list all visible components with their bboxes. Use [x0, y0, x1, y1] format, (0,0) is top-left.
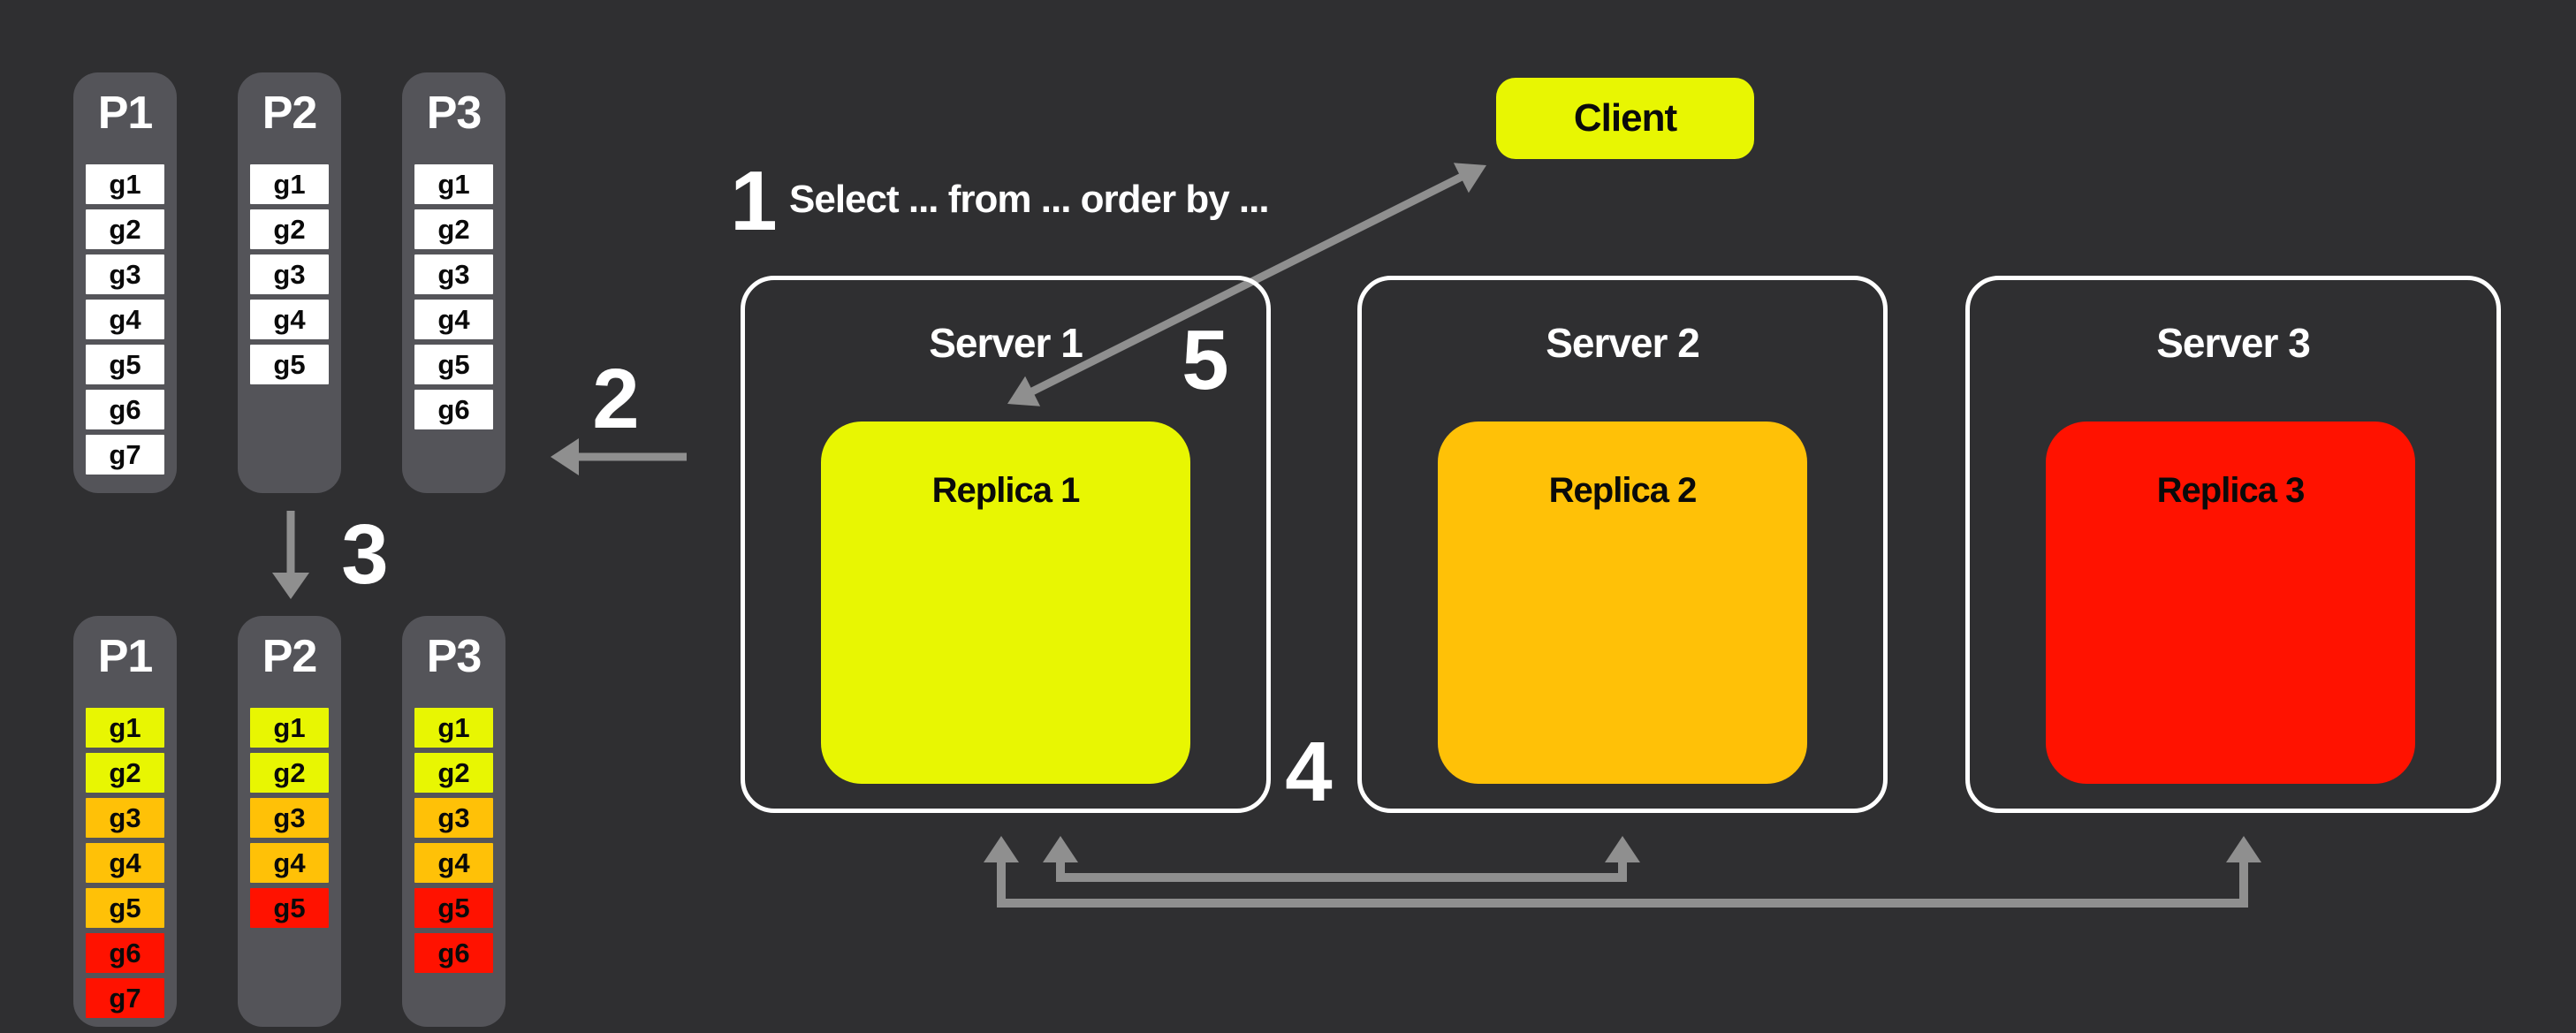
shard-list: g1 g2 g3 g4 g5 g6: [402, 164, 505, 429]
partition-group-unsorted: P1 g1 g2 g3 g4 g5 g6 g7 P2 g1 g2 g3 g4 g5 P3 g1 g2 g3 g4 g5…: [73, 72, 505, 493]
shard-cell-g1: g1: [86, 708, 164, 748]
step-2-number: 2: [592, 352, 640, 446]
partition-label: P1: [97, 87, 154, 139]
shard-cell-g6: g6: [86, 390, 164, 429]
shard-cell-g5: g5: [414, 888, 493, 928]
partition-column-p3: P3 g1 g2 g3 g4 g5 g6: [402, 72, 505, 493]
replica-1: Replica 1: [821, 422, 1190, 784]
shard-cell-g2: g2: [250, 209, 329, 249]
shard-list: g1 g2 g3 g4 g5 g6 g7: [73, 708, 177, 1018]
replica-3: Replica 3: [2046, 422, 2415, 784]
shard-cell-g3: g3: [250, 254, 329, 294]
shard-cell-g3: g3: [86, 254, 164, 294]
shard-cell-g4: g4: [414, 300, 493, 339]
shard-cell-g1: g1: [86, 164, 164, 204]
shard-cell-g3: g3: [86, 798, 164, 838]
shard-cell-g6: g6: [414, 933, 493, 973]
shard-list: g1 g2 g3 g4 g5 g6 g7: [73, 164, 177, 475]
query-text: Select ... from ... order by ...: [789, 178, 1270, 221]
shard-cell-g4: g4: [250, 300, 329, 339]
shard-cell-g2: g2: [414, 753, 493, 793]
server-box-3: Server 3 Replica 3: [1965, 276, 2501, 813]
shard-cell-g2: g2: [250, 753, 329, 793]
partition-column-p2: P2 g1 g2 g3 g4 g5: [238, 72, 341, 493]
partition-label: P3: [426, 87, 483, 139]
step-1-number: 1: [730, 154, 778, 248]
shard-cell-g2: g2: [86, 753, 164, 793]
shard-cell-g5: g5: [414, 345, 493, 384]
shard-cell-g1: g1: [414, 708, 493, 748]
partition-label: P2: [262, 87, 318, 139]
shard-cell-g1: g1: [250, 164, 329, 204]
partition-column-p1: P1 g1 g2 g3 g4 g5 g6 g7: [73, 616, 177, 1027]
replica-2-label: Replica 2: [1548, 471, 1698, 510]
step-5-number: 5: [1182, 313, 1229, 407]
step-3-number: 3: [341, 507, 389, 602]
partition-column-p3: P3 g1 g2 g3 g4 g5 g6: [402, 616, 505, 1027]
server-3-title: Server 3: [2156, 320, 2311, 366]
partition-label: P2: [262, 631, 318, 682]
step-4-number: 4: [1285, 725, 1333, 819]
shard-cell-g3: g3: [250, 798, 329, 838]
arrow-step3-down: [272, 511, 309, 599]
partition-group-sorted: P1 g1 g2 g3 g4 g5 g6 g7 P2 g1 g2 g3 g4 g5 P3 g1 g2 g3 g4 g5…: [73, 616, 505, 1027]
shard-cell-g5: g5: [250, 888, 329, 928]
shard-cell-g5: g5: [86, 345, 164, 384]
replica-3-label: Replica 3: [2156, 471, 2306, 510]
server-2-title: Server 2: [1546, 320, 1700, 366]
shard-cell-g5: g5: [250, 345, 329, 384]
partition-label: P3: [426, 631, 483, 682]
arrow-sync-server2-server1: [1043, 836, 1640, 882]
shard-cell-g6: g6: [414, 390, 493, 429]
shard-cell-g1: g1: [250, 708, 329, 748]
arrow-sync-server3-server1: [984, 836, 2261, 908]
partition-column-p1: P1 g1 g2 g3 g4 g5 g6 g7: [73, 72, 177, 493]
shard-cell-g7: g7: [86, 435, 164, 475]
shard-cell-g4: g4: [414, 843, 493, 883]
server-box-1: Server 1 Replica 1: [741, 276, 1271, 813]
partition-label: P1: [97, 631, 154, 682]
shard-cell-g4: g4: [250, 843, 329, 883]
shard-cell-g5: g5: [86, 888, 164, 928]
shard-cell-g3: g3: [414, 254, 493, 294]
replica-1-label: Replica 1: [931, 471, 1081, 510]
shard-cell-g1: g1: [414, 164, 493, 204]
shard-cell-g3: g3: [414, 798, 493, 838]
server-box-2: Server 2 Replica 2: [1357, 276, 1888, 813]
server-1-title: Server 1: [929, 320, 1083, 366]
shard-cell-g2: g2: [414, 209, 493, 249]
shard-cell-g4: g4: [86, 300, 164, 339]
shard-list: g1 g2 g3 g4 g5 g6: [402, 708, 505, 973]
shard-list: g1 g2 g3 g4 g5: [238, 708, 341, 928]
replica-2: Replica 2: [1438, 422, 1807, 784]
shard-list: g1 g2 g3 g4 g5: [238, 164, 341, 384]
shard-cell-g2: g2: [86, 209, 164, 249]
shard-cell-g6: g6: [86, 933, 164, 973]
client-box: Client: [1496, 78, 1754, 159]
shard-cell-g4: g4: [86, 843, 164, 883]
partition-column-p2: P2 g1 g2 g3 g4 g5: [238, 616, 341, 1027]
shard-cell-g7: g7: [86, 978, 164, 1018]
